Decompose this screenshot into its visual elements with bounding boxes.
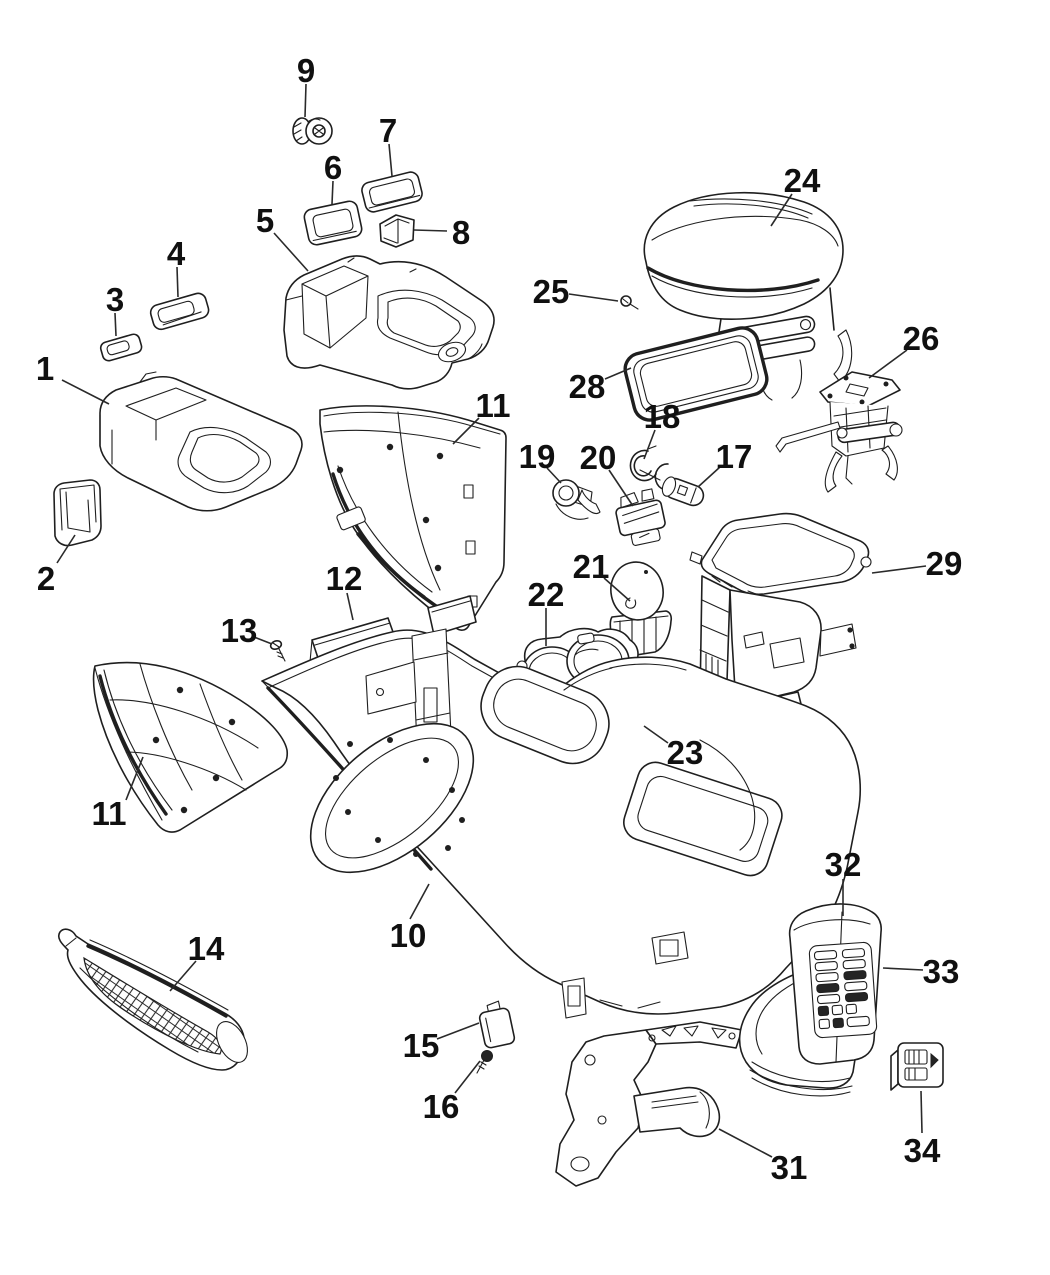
callout-leader-8-7 (413, 229, 448, 232)
part-34-outlet-bezel (890, 1042, 944, 1091)
callout-number-10-9: 10 (390, 917, 427, 954)
part-16-screw (476, 1050, 493, 1074)
callout-number-16-16: 16 (423, 1088, 460, 1125)
part-6-rubber-mat (303, 200, 363, 246)
callout-number-6-5: 6 (324, 149, 342, 186)
callout-number-21-21: 21 (573, 548, 610, 585)
callout-leader-9-8 (304, 83, 307, 118)
part-20-connector (615, 488, 666, 546)
callout-number-15-15: 15 (403, 1027, 440, 1064)
callout-number-17-17: 17 (716, 438, 753, 475)
part-7-rubber-tray (361, 171, 423, 213)
callout-leader-29-28 (871, 565, 927, 574)
callout-leader-26-26 (868, 349, 908, 379)
callout-number-3-2: 3 (106, 281, 124, 318)
callout-number-29-28: 29 (926, 545, 963, 582)
part-15-access-cover (478, 1000, 516, 1049)
callout-number-1-0: 1 (36, 350, 54, 387)
callout-leader-34-32 (920, 1090, 923, 1134)
part-14-net-pocket (57, 928, 248, 1071)
part-26-hinge-bracket (775, 371, 903, 493)
callout-number-13-13: 13 (221, 612, 258, 649)
part-31-floor-bracket (555, 1021, 743, 1187)
callout-number-4-3: 4 (167, 235, 186, 272)
part-10-console-body (261, 628, 862, 1019)
callout-leader-31-29 (718, 1128, 773, 1158)
callout-leader-21-21 (603, 577, 631, 602)
callout-number-26-26: 26 (903, 320, 940, 357)
part-4-trim-bezel (149, 292, 210, 331)
part-33-vent-grille (808, 941, 878, 1039)
callout-leader-24-24 (770, 193, 793, 227)
callout-number-31-29: 31 (771, 1149, 808, 1186)
part-5-console-front (283, 255, 495, 390)
callout-number-25-25: 25 (533, 273, 570, 310)
callout-leader-15-15 (436, 1022, 480, 1040)
callout-leader-1-0 (61, 379, 110, 405)
callout-leader-14-14 (169, 960, 197, 992)
callout-number-34-32: 34 (904, 1132, 941, 1169)
callout-number-33-31: 33 (923, 953, 960, 990)
callout-number-19-19: 19 (519, 438, 556, 475)
callout-number-7-6: 7 (379, 112, 397, 149)
callout-number-2-1: 2 (37, 560, 55, 597)
callout-leader-2-1 (56, 534, 76, 564)
callout-number-24-24: 24 (784, 162, 821, 199)
callout-leader-12-12 (346, 592, 354, 621)
callout-number-28-27: 28 (569, 368, 606, 405)
callout-leader-33-31 (882, 967, 924, 971)
callout-leader-4-3 (176, 266, 179, 298)
part-28-tray (623, 326, 769, 422)
part-25-screw (620, 295, 639, 310)
callout-number-20-20: 20 (580, 439, 617, 476)
callout-number-11-11: 11 (92, 795, 127, 832)
callout-number-9-8: 9 (297, 52, 315, 89)
callout-leader-7-6 (388, 143, 393, 177)
part-1-console-bezel (99, 371, 303, 512)
part-19-outlet-socket (552, 479, 601, 520)
part-2-storage-bin (53, 479, 102, 547)
part-8-bin-insert (379, 214, 415, 248)
part-17-lighter-element (661, 476, 705, 507)
callout-number-5-4: 5 (256, 202, 274, 239)
callout-leader-6-5 (331, 180, 334, 205)
part-32-rear-vent-duct (738, 903, 882, 1097)
callout-leader-11-10 (452, 417, 480, 445)
callout-number-14-14: 14 (188, 930, 225, 967)
callout-leader-19-19 (546, 467, 562, 484)
callout-leader-5-4 (273, 232, 309, 272)
callout-leader-16-16 (454, 1060, 481, 1094)
callout-number-18-18: 18 (644, 398, 681, 435)
part-9-power-outlet (292, 117, 333, 145)
part-3-trim-plate (99, 333, 143, 362)
callout-number-12-12: 12 (326, 560, 363, 597)
callout-leader-13-13 (253, 636, 273, 645)
callout-leader-23-23 (643, 725, 669, 744)
callout-number-11-10: 11 (476, 387, 511, 424)
callout-number-8-7: 8 (452, 214, 470, 251)
callout-number-22-22: 22 (528, 576, 565, 613)
callout-number-32-30: 32 (825, 846, 862, 883)
callout-leader-18-18 (643, 429, 656, 460)
callout-leader-10-9 (409, 883, 430, 920)
callout-number-23-23: 23 (667, 734, 704, 771)
part-11-closeout-panel-left (92, 661, 289, 833)
callout-leader-17-17 (697, 466, 721, 488)
callout-leader-11-11 (125, 756, 144, 801)
callout-leader-25-25 (568, 293, 619, 302)
part-13-screw (269, 639, 286, 662)
callout-leader-28-27 (604, 367, 632, 380)
callout-leader-20-20 (608, 469, 634, 507)
callout-leader-3-2 (114, 312, 117, 337)
